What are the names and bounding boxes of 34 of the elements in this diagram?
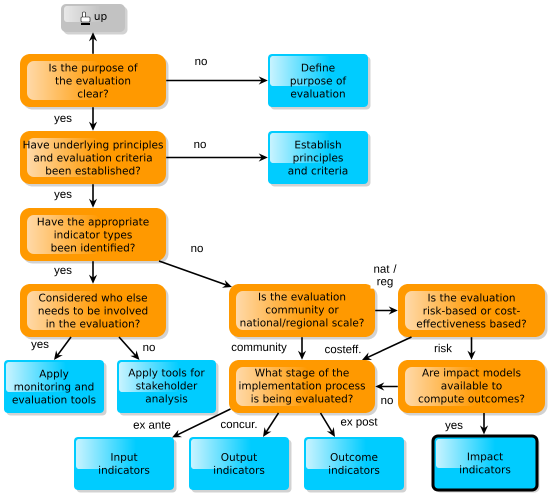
decision-box: What stage of the implementation process is being evaluated? xyxy=(229,360,378,416)
decision-box: Are impact models available to compute outcomes? xyxy=(398,360,548,416)
edge-label: risk xyxy=(433,342,453,354)
nav-button: up xyxy=(61,4,128,34)
action-box: Input indicators xyxy=(74,437,176,492)
edge-label: yes xyxy=(444,422,464,432)
action-box: Apply monitoring and evaluation tools xyxy=(4,360,106,416)
action-box: Impact indicators xyxy=(432,434,540,492)
decision-box: Is the evaluation risk-based or cost-effectiveness based? xyxy=(398,284,548,340)
edge-label: no xyxy=(194,58,208,66)
edge-label: no xyxy=(380,396,394,406)
decision-box: Is the purpose of the evaluation clear? xyxy=(20,54,168,110)
edge-label: nat / reg xyxy=(370,263,400,289)
action-box: Establish principles and criteria xyxy=(268,131,370,186)
decision-box: Is the evaluation community or national/regional scale? xyxy=(229,284,378,340)
edge-label: concur. xyxy=(219,420,259,430)
action-box: Define purpose of evaluation xyxy=(268,54,370,110)
edge-label: yes xyxy=(53,266,73,278)
edge-label: ex ante xyxy=(132,420,172,430)
action-box: Apply tools for stakeholder analysis xyxy=(117,360,218,416)
action-box: Outcome indicators xyxy=(304,437,406,492)
edge-label: yes xyxy=(30,340,50,352)
edge-label: yes xyxy=(53,190,73,202)
edge-label: yes xyxy=(53,114,73,126)
edge-label: no xyxy=(190,244,204,254)
edge-label: no xyxy=(192,140,208,150)
edge-label: community xyxy=(230,342,288,354)
decision-box: Have the appropriate indicator types been identified? xyxy=(20,208,168,264)
edge-label: costeff. xyxy=(324,344,362,354)
decision-box: Have underlying principles and evaluation criteria been established? xyxy=(20,131,168,186)
action-box: Output indicators xyxy=(189,437,292,492)
decision-box: Considered who else needs to be involved in the evaluation? xyxy=(20,284,168,340)
edge-label: no xyxy=(142,344,156,352)
edge-label: ex post xyxy=(339,417,379,429)
